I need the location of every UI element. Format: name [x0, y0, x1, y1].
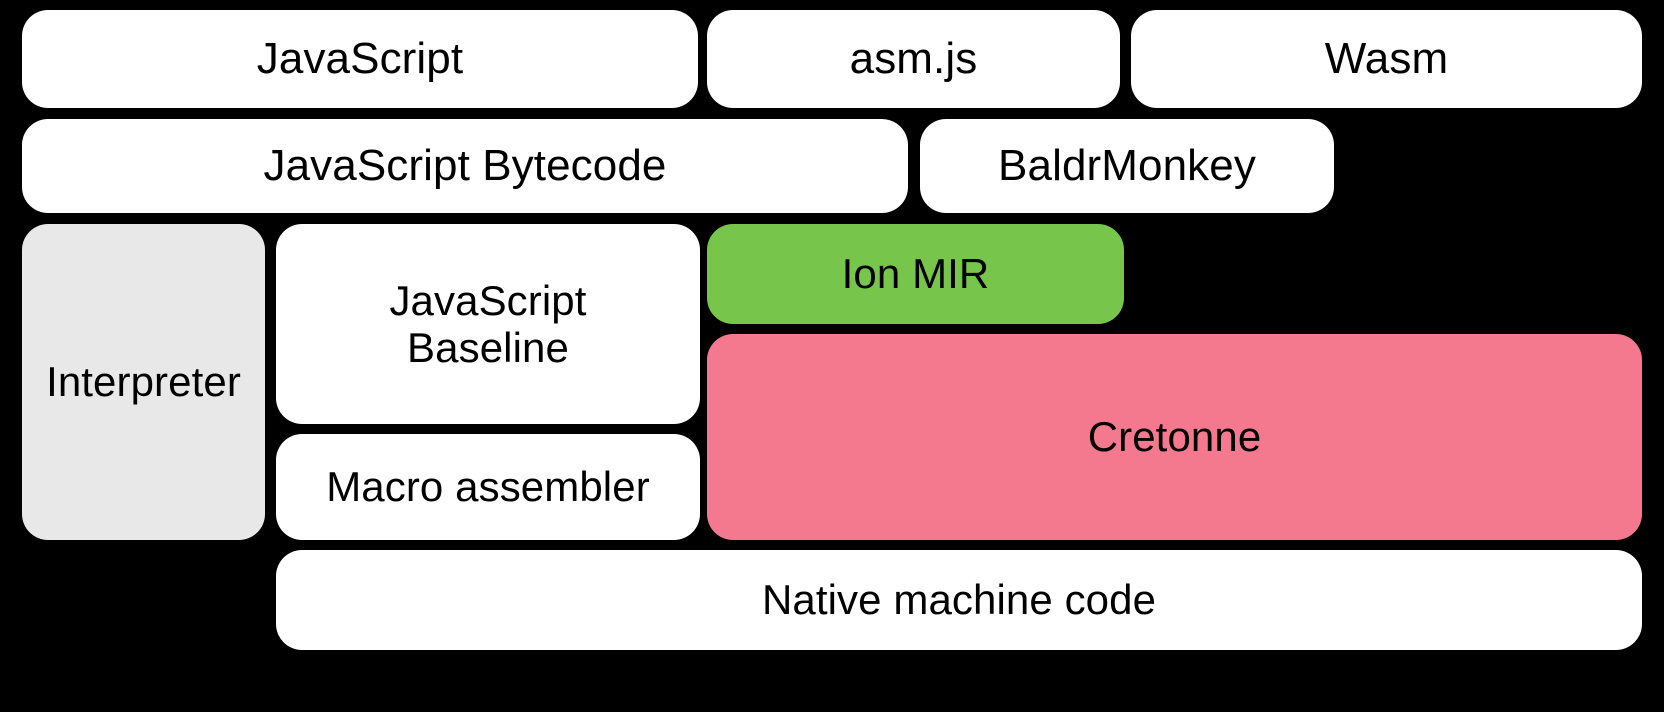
node-native-machine-code[interactable]: Native machine code — [276, 550, 1642, 650]
node-asmjs[interactable]: asm.js — [707, 10, 1120, 108]
node-baldrmonkey[interactable]: BaldrMonkey — [920, 119, 1334, 213]
node-label-native-machine-code: Native machine code — [761, 576, 1157, 624]
node-label-wasm: Wasm — [1324, 34, 1449, 84]
node-javascript-bytecode[interactable]: JavaScript Bytecode — [22, 119, 908, 213]
node-label-ion-mir: Ion MIR — [841, 250, 990, 298]
node-label-javascript-baseline: JavaScript Baseline — [389, 276, 587, 371]
node-javascript[interactable]: JavaScript — [22, 10, 698, 108]
node-label-cretonne: Cretonne — [1087, 413, 1262, 461]
node-label-javascript: JavaScript — [256, 34, 464, 84]
node-macro-assembler[interactable]: Macro assembler — [276, 434, 700, 540]
node-label-macro-assembler: Macro assembler — [326, 463, 650, 511]
node-wasm[interactable]: Wasm — [1131, 10, 1642, 108]
node-label-asmjs: asm.js — [849, 34, 978, 84]
node-interpreter[interactable]: Interpreter — [22, 224, 265, 540]
node-label-baldrmonkey: BaldrMonkey — [998, 141, 1256, 191]
node-label-javascript-bytecode: JavaScript Bytecode — [263, 141, 667, 191]
node-ion-mir[interactable]: Ion MIR — [707, 224, 1124, 324]
node-label-interpreter: Interpreter — [46, 358, 241, 406]
node-cretonne[interactable]: Cretonne — [707, 334, 1642, 540]
node-javascript-baseline[interactable]: JavaScript Baseline — [276, 224, 700, 424]
